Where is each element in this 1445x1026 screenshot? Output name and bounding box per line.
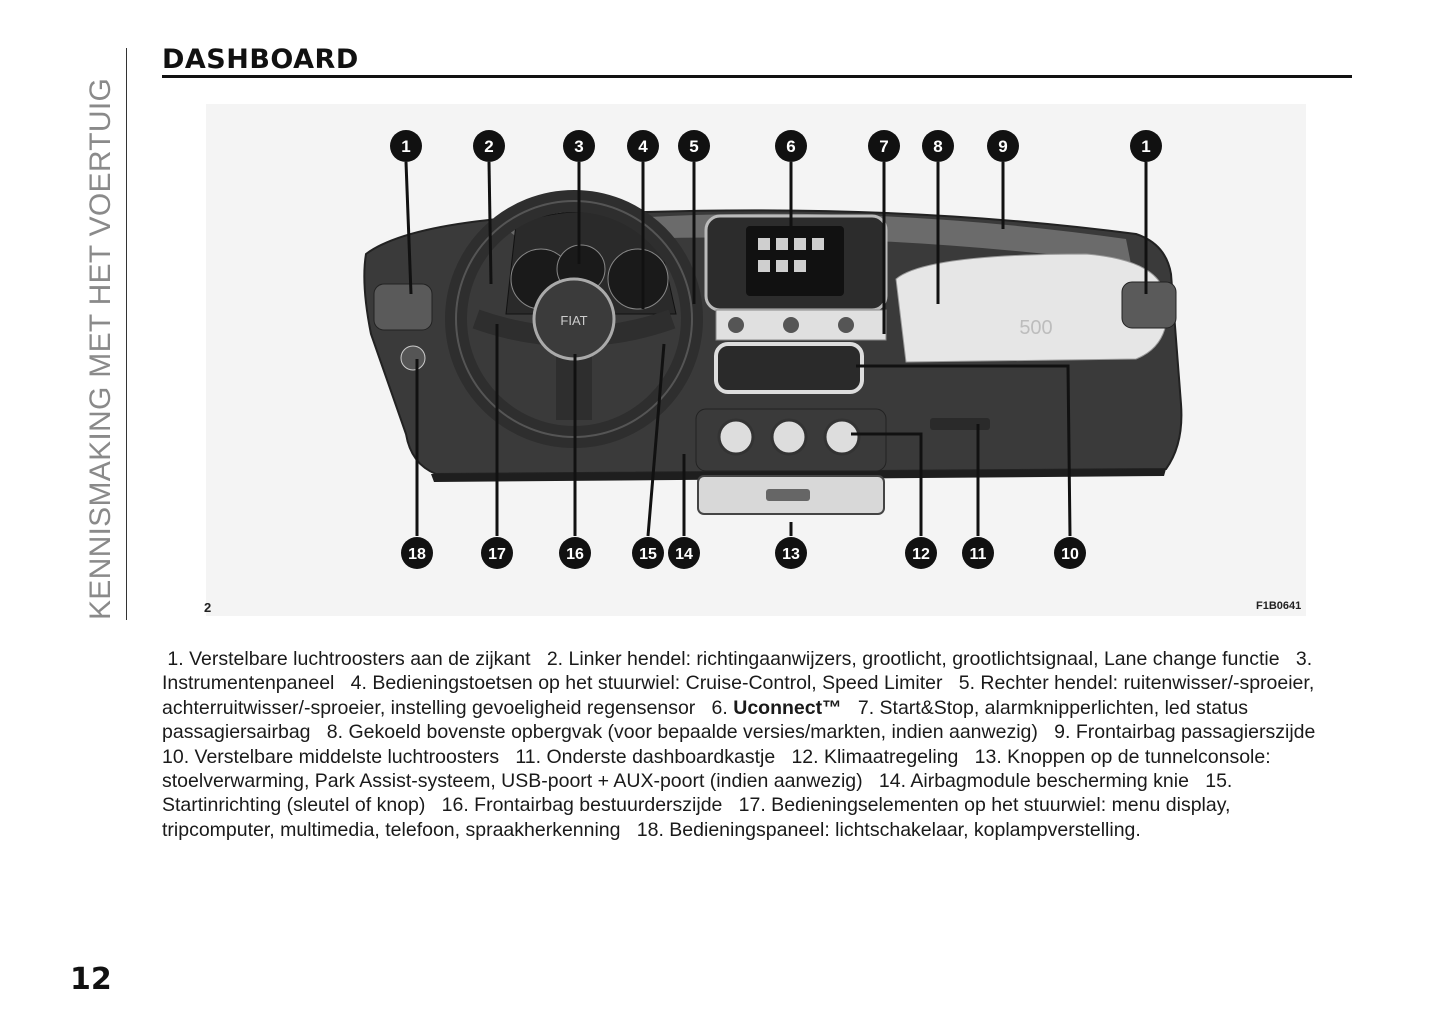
callout-8: 8 — [922, 130, 954, 162]
title-divider — [162, 75, 1352, 78]
svg-text:18: 18 — [408, 546, 426, 563]
page-number: 12 — [70, 962, 112, 997]
dashboard-drawing: FIAT 500 — [363, 130, 1183, 569]
callout-14: 14 — [668, 537, 700, 569]
callout-6: 6 — [775, 130, 807, 162]
svg-text:13: 13 — [782, 546, 800, 563]
legend-item: 15. Startinrichting (sleutel of knop) — [162, 770, 1233, 817]
legend-item: 4. Bedieningstoetsen op het stuurwiel: C… — [350, 672, 943, 695]
callout-16: 16 — [559, 537, 591, 569]
callout-13: 13 — [775, 537, 807, 569]
svg-text:1: 1 — [1141, 137, 1150, 156]
callout-1-right: 1 — [1130, 130, 1162, 162]
callout-12: 12 — [905, 537, 937, 569]
figure-legend: 1. Verstelbare luchtroosters aan de zijk… — [162, 647, 1342, 842]
legend-item: 10. Verstelbare middelste luchtroosters — [162, 745, 500, 768]
svg-text:17: 17 — [488, 546, 506, 563]
legend-item: 14. Airbagmodule bescherming knie — [878, 770, 1189, 793]
svg-text:16: 16 — [566, 546, 584, 563]
legend-item: 6. — [711, 696, 734, 719]
section-title: KENNISMAKING MET HET VOERTUIG — [84, 77, 117, 620]
legend-item: 18. Bedieningspaneel: lichtschakelaar, k… — [636, 818, 1141, 841]
svg-text:5: 5 — [689, 137, 698, 156]
callout-17: 17 — [481, 537, 513, 569]
dashboard-illustration: FIAT 500 — [206, 104, 1306, 616]
svg-text:10: 10 — [1061, 546, 1079, 563]
svg-text:11: 11 — [970, 546, 987, 563]
callout-4: 4 — [627, 130, 659, 162]
glovebox-badge: 500 — [1019, 317, 1052, 339]
legend-item: 7. Start&Stop, alarmknipperlichten, led … — [162, 696, 1249, 744]
svg-text:3: 3 — [574, 137, 583, 156]
callout-7: 7 — [868, 130, 900, 162]
callout-5: 5 — [678, 130, 710, 162]
legend-item: 11. Onderste dashboardkastje — [515, 745, 776, 768]
callout-9: 9 — [987, 130, 1019, 162]
figure-code: F1B0641 — [1256, 600, 1302, 612]
page-title: DASHBOARD — [162, 44, 359, 75]
legend-item-bold: Uconnect™ — [733, 696, 842, 719]
svg-text:1: 1 — [401, 137, 410, 156]
legend-item: 12. Klimaatregeling — [791, 745, 959, 768]
steering-logo: FIAT — [560, 313, 587, 328]
svg-text:12: 12 — [912, 546, 930, 563]
legend-item: 3. Instrumentenpaneel — [162, 648, 1313, 695]
callout-2: 2 — [473, 130, 505, 162]
legend-item: 13. Knoppen op de tunnelconsole: stoelve… — [162, 745, 1271, 793]
svg-text:8: 8 — [933, 137, 942, 156]
legend-item: 16. Frontairbag bestuurderszijde — [441, 794, 723, 817]
svg-text:7: 7 — [879, 137, 888, 156]
legend-item: 9. Frontairbag passagierszijde — [1054, 721, 1316, 744]
section-tab — [86, 48, 127, 620]
callout-10: 10 — [1054, 537, 1086, 569]
legend-item: 5. Rechter hendel: ruitenwisser/-sproeie… — [162, 672, 1315, 719]
legend-item: 1. Verstelbare luchtroosters aan de zijk… — [167, 648, 531, 670]
svg-text:15: 15 — [639, 546, 657, 563]
svg-text:9: 9 — [998, 137, 1007, 156]
figure-number: 2 — [204, 600, 212, 615]
callout-18: 18 — [401, 537, 433, 569]
legend-item: 17. Bedieningselementen op het stuurwiel… — [162, 794, 1231, 841]
svg-text:14: 14 — [675, 546, 693, 563]
legend-item: 2. Linker hendel: richtingaanwijzers, gr… — [546, 648, 1280, 670]
callout-3: 3 — [563, 130, 595, 162]
callout-15: 15 — [632, 537, 664, 569]
svg-text:6: 6 — [786, 137, 795, 156]
callout-11: 11 — [962, 537, 994, 569]
svg-text:4: 4 — [638, 137, 648, 156]
legend-item: 8. Gekoeld bovenste opbergvak (voor bepa… — [326, 721, 1038, 744]
callout-1-left: 1 — [390, 130, 422, 162]
svg-text:2: 2 — [484, 137, 493, 156]
